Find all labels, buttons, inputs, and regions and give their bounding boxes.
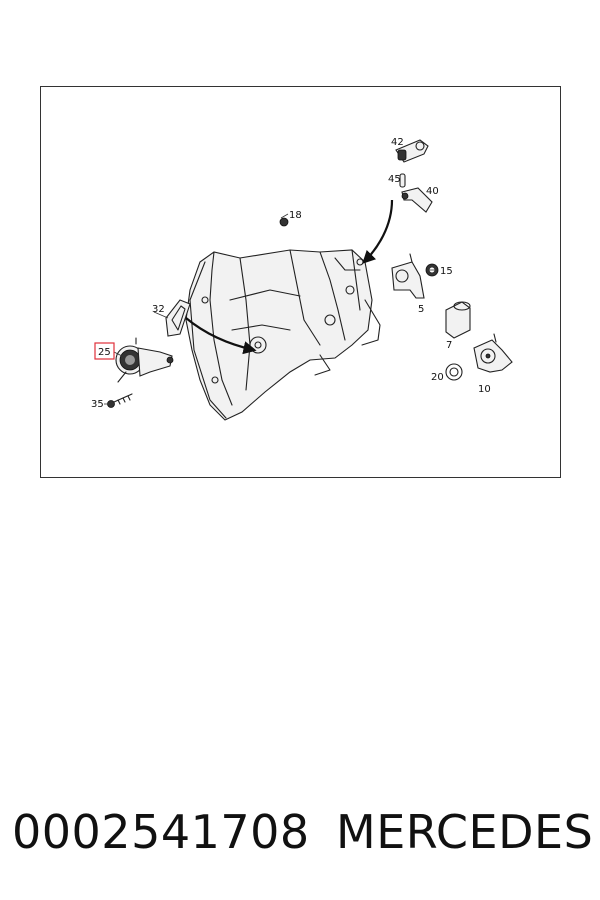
part-number: 0002541708 [12,805,310,859]
callout-15: 15 [440,266,453,277]
arrow-shift-lever [362,199,394,264]
callout-45: 45 [388,174,401,185]
callout-25: 25 [98,347,111,358]
part-40-selector [401,187,433,213]
part-10-flange [473,333,513,373]
arrow-gasket [185,317,257,355]
part-45-pin [399,173,406,188]
brand-name: MERCEDES [336,805,594,859]
product-caption: 0002541708 MERCEDES [0,792,600,872]
callout-35: 35 [91,399,104,410]
callout-42: 42 [391,137,404,148]
callout-20: 20 [431,372,444,383]
callout-25-highlight-box [94,342,115,360]
callout-32: 32 [152,304,165,315]
gearbox-housing [185,249,381,421]
part-42-shift-lever [395,139,429,163]
part-25-slave-cylinder [115,337,174,383]
callout-10: 10 [478,384,491,395]
part-5-flange [391,253,425,299]
part-20-ring [445,363,463,381]
callout-7: 7 [446,340,452,351]
callout-18: 18 [289,210,302,221]
leader-lines [104,213,436,405]
callout-40: 40 [426,186,439,197]
callout-5: 5 [418,304,424,315]
transmission-exploded-diagram: 42 45 40 18 15 5 32 7 25 20 10 35 [40,86,561,478]
part-18-plug [279,217,289,227]
part-7-bushing [445,301,471,339]
part-32-gasket [165,299,191,337]
